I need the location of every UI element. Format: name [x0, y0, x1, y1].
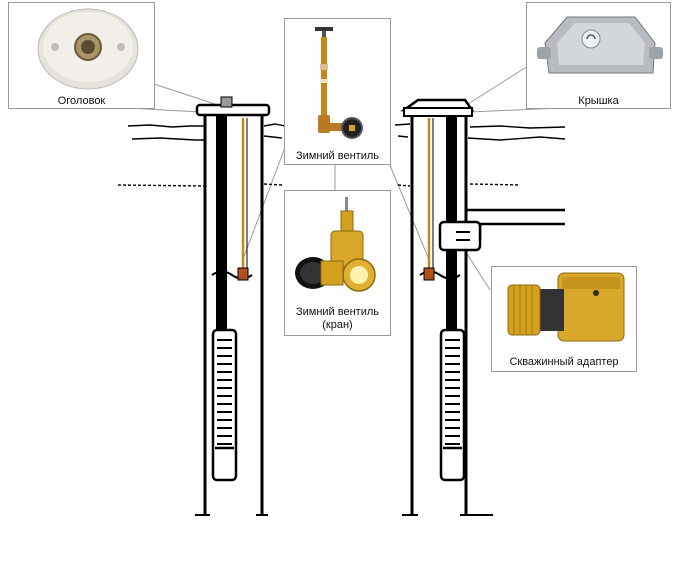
- frost-line: [117, 183, 521, 187]
- label-well-head: Оголовок: [57, 95, 106, 107]
- label-winter-valve-tap: Зимний вентиль (кран): [285, 306, 390, 332]
- label-winter-valve-tap-line1: Зимний вентиль: [295, 306, 379, 318]
- winter-valve-icon: [315, 27, 363, 139]
- callout-winter-valve-tap: Зимний вентиль (кран): [284, 190, 391, 336]
- label-winter-valve-tap-line2: (кран): [322, 319, 353, 331]
- pitless-adapter-icon: [507, 272, 625, 342]
- right-well: [400, 98, 565, 516]
- callout-well-adapter: Скважинный адаптер: [491, 266, 637, 372]
- label-well-cap: Крышка: [578, 95, 619, 107]
- gate-valve-icon: [295, 197, 376, 292]
- ground-surface: [127, 123, 566, 141]
- well-cap-icon: [537, 16, 663, 74]
- callout-well-head: Оголовок: [8, 2, 155, 109]
- label-well-adapter: Скважинный адаптер: [509, 356, 619, 368]
- callout-winter-valve: Зимний вентиль: [284, 18, 391, 165]
- label-winter-valve: Зимний вентиль: [295, 150, 379, 162]
- callout-well-cap: Крышка: [526, 2, 671, 109]
- well-head-icon: [37, 8, 139, 90]
- left-well: [195, 96, 271, 516]
